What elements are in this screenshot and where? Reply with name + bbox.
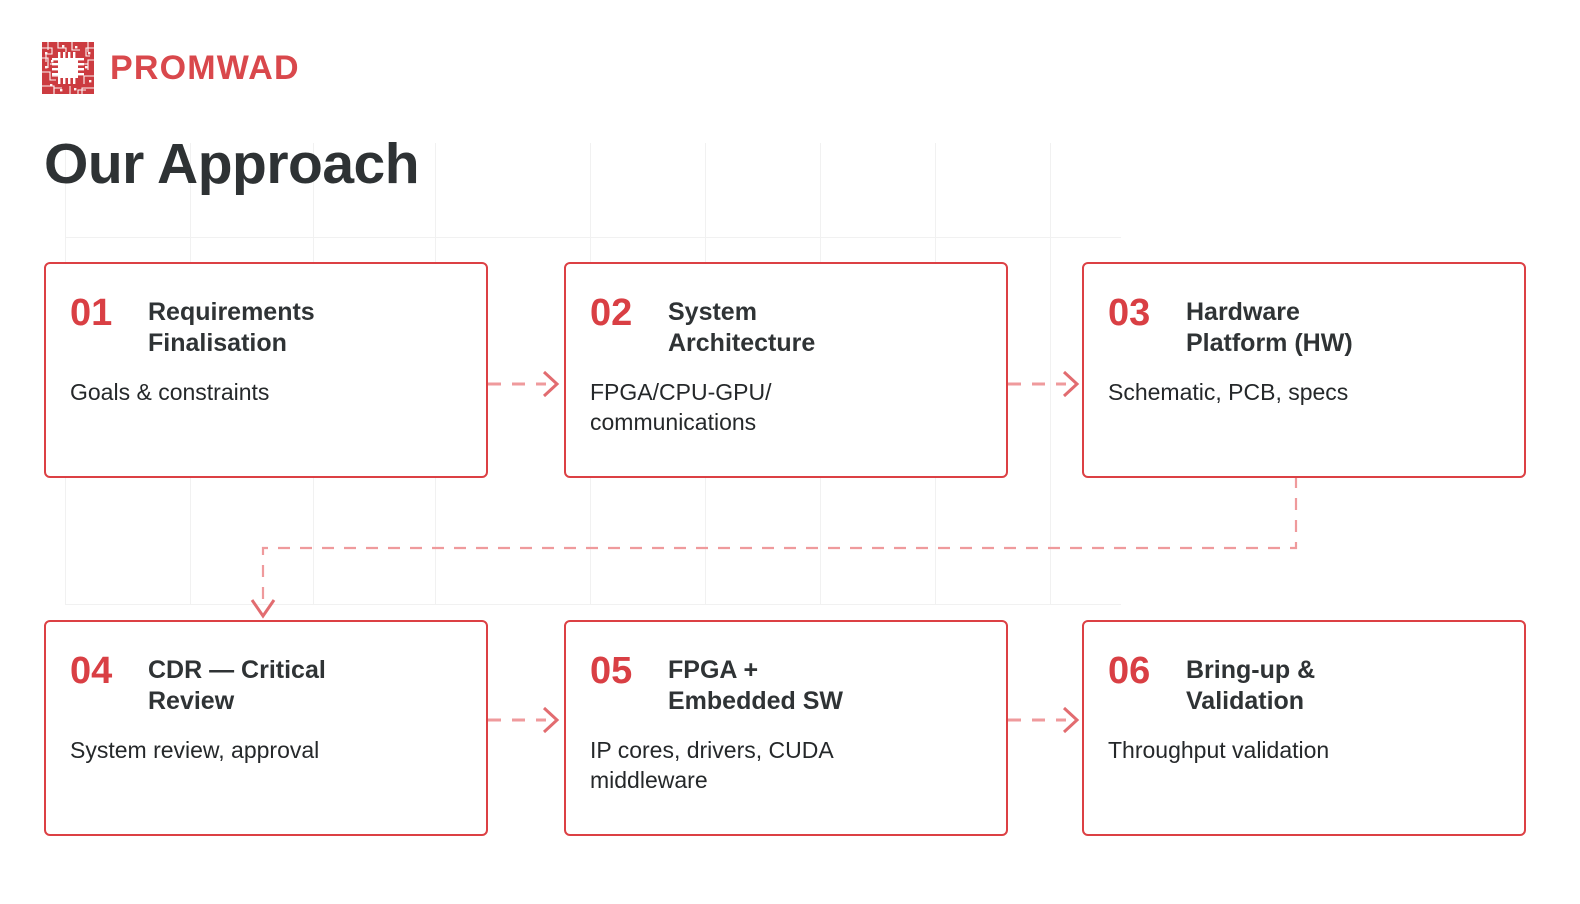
step-number-04: 04 <box>70 650 113 692</box>
step-title-05: FPGA + Embedded SW <box>668 656 844 715</box>
step-title-03: Hardware Platform (HW) <box>1186 298 1353 357</box>
step-title-01: Requirements Finalisation <box>148 298 315 357</box>
step-number-05: 05 <box>590 650 633 692</box>
step-number-06: 06 <box>1108 650 1151 692</box>
step-description-03: Schematic, PCB, specs <box>1108 379 1349 405</box>
step-description-01: Goals & constraints <box>70 379 270 405</box>
step-card-01-head: 01 Requirements Finalisation <box>70 292 462 358</box>
step-description-06: Throughput validation <box>1108 737 1330 763</box>
arrow-02-to-03 <box>1008 368 1088 400</box>
brand-name: PROMWAD <box>110 49 300 87</box>
step-number-03: 03 <box>1108 292 1151 334</box>
circuit-chip-icon <box>42 42 94 94</box>
step-card-04-head: 04 CDR — Critical Review <box>70 650 462 716</box>
step-title-06: Bring-up & Validation <box>1186 656 1316 715</box>
step-card-03[interactable]: 03 Hardware Platform (HW) Schematic, PCB… <box>1082 262 1526 478</box>
step-card-06-head: 06 Bring-up & Validation <box>1108 650 1500 716</box>
arrow-03-to-04 <box>250 476 1310 622</box>
step-card-02-head: 02 System Architecture <box>590 292 982 358</box>
step-description-02: FPGA/CPU-GPU/ communications <box>590 379 772 435</box>
arrow-05-to-06 <box>1008 704 1088 736</box>
step-number-01: 01 <box>70 292 113 334</box>
arrow-04-to-05 <box>488 704 568 736</box>
step-title-04: CDR — Critical Review <box>148 656 326 715</box>
step-card-05[interactable]: 05 FPGA + Embedded SW IP cores, drivers,… <box>564 620 1008 836</box>
step-title-02: System Architecture <box>668 298 816 357</box>
step-card-06[interactable]: 06 Bring-up & Validation Throughput vali… <box>1082 620 1526 836</box>
arrow-01-to-02 <box>488 368 568 400</box>
step-card-02[interactable]: 02 System Architecture FPGA/CPU-GPU/ com… <box>564 262 1008 478</box>
step-card-04[interactable]: 04 CDR — Critical Review System review, … <box>44 620 488 836</box>
step-number-02: 02 <box>590 292 633 334</box>
page-title: Our Approach <box>44 132 420 196</box>
brand-logo: PROMWAD <box>42 42 300 94</box>
step-description-05: IP cores, drivers, CUDA middleware <box>590 737 834 793</box>
step-card-03-head: 03 Hardware Platform (HW) <box>1108 292 1500 358</box>
step-card-05-head: 05 FPGA + Embedded SW <box>590 650 982 716</box>
step-card-01[interactable]: 01 Requirements Finalisation Goals & con… <box>44 262 488 478</box>
step-description-04: System review, approval <box>70 737 320 763</box>
